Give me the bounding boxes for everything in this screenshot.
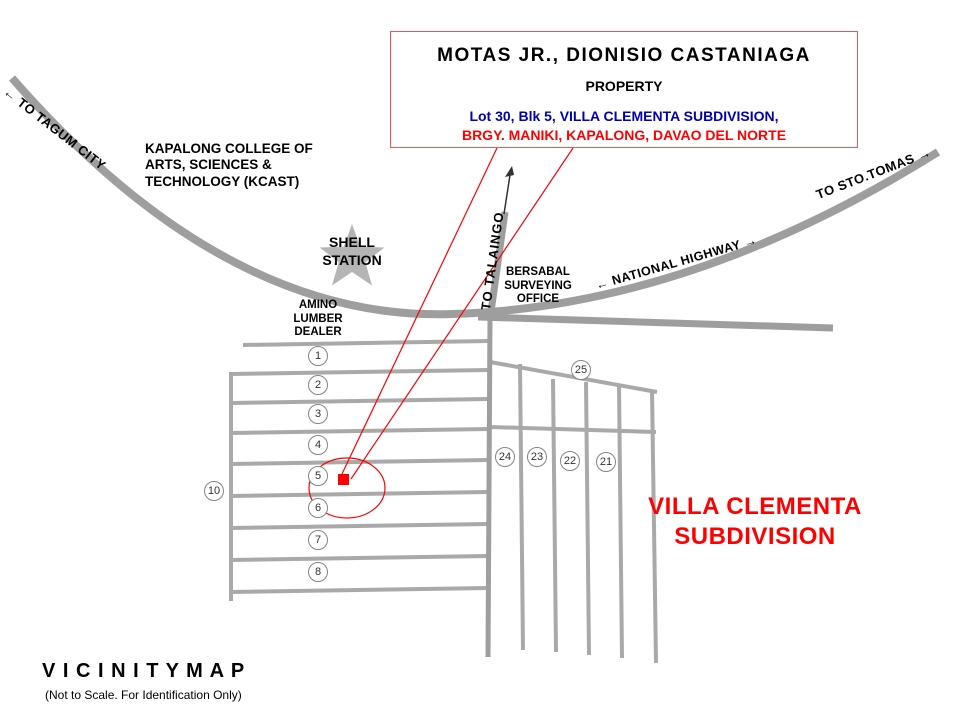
block-number-8: 8 — [308, 562, 328, 582]
east-branch-road — [477, 313, 834, 332]
block-number-5: 5 — [308, 466, 328, 486]
property-highlight-circle — [308, 457, 386, 519]
block-number-2: 2 — [308, 375, 328, 395]
grid-row-line — [230, 554, 490, 562]
grid-column-line — [650, 389, 658, 664]
pointer-line — [350, 147, 574, 480]
grid-column-line — [518, 363, 525, 651]
landmark-kcast: KAPALONG COLLEGE OF ARTS, SCIENCES & TEC… — [145, 141, 313, 189]
talaingo-arrow-icon — [503, 166, 514, 215]
block-number-6: 6 — [308, 498, 328, 518]
block-number-3: 3 — [308, 404, 328, 424]
property-label: PROPERTY — [585, 78, 663, 94]
block-number-22: 22 — [560, 451, 580, 471]
grid-row-line — [230, 397, 490, 405]
subdivision-grid — [229, 339, 658, 664]
block-number-21: 21 — [596, 452, 616, 472]
block-number-7: 7 — [308, 530, 328, 550]
block-number-24: 24 — [495, 447, 515, 467]
block-number-4: 4 — [308, 435, 328, 455]
landmark-shell-station: SHELL STATION — [322, 234, 382, 268]
grid-row-line — [230, 490, 490, 498]
talaingo-road — [486, 211, 509, 320]
grid-column-line — [551, 378, 558, 653]
block-number-1: 1 — [308, 346, 328, 366]
roads — [8, 75, 941, 658]
lot-block-info: Lot 30, Blk 5, VILLA CLEMENTA SUBDIVISIO… — [469, 108, 779, 124]
shell-station-star-icon — [319, 224, 385, 286]
grid-row-line — [230, 522, 490, 530]
grid-row-line — [230, 427, 490, 435]
grid-row-line — [242, 339, 490, 347]
grid-column-line — [584, 381, 591, 656]
landmark-bersabal-office: BERSABAL SURVEYING OFFICE — [504, 266, 572, 306]
landmark-amino-lumber: AMINO LUMBER DEALER — [293, 299, 343, 339]
barangay-info: BRGY. MANIKI, KAPALONG, DAVAO DEL NORTE — [461, 127, 787, 143]
block-number-25: 25 — [571, 360, 591, 380]
grid-row-line — [230, 368, 490, 376]
grid-row-line — [230, 458, 490, 466]
subdivision-main-road — [485, 317, 493, 658]
property-marker — [338, 474, 349, 485]
map-subtitle: (Not to Scale. For Identification Only) — [45, 688, 242, 702]
grid-cross-line-east — [489, 425, 657, 434]
map-title: V I C I N I T Y M A P — [42, 660, 246, 682]
grid-column-line — [617, 385, 624, 659]
block-number-23: 23 — [527, 447, 547, 467]
national-highway-road — [8, 75, 941, 319]
property-pointer-lines — [308, 147, 574, 519]
subdivision-name: VILLA CLEMENTA SUBDIVISION — [648, 493, 862, 550]
grid-row-line — [230, 586, 490, 594]
owner-name: MOTAS JR., DIONISIO CASTANIAGA — [437, 45, 811, 66]
property-title-box: MOTAS JR., DIONISIO CASTANIAGA PROPERTY … — [390, 31, 858, 148]
pointer-line — [340, 147, 498, 477]
block-number-10: 10 — [204, 481, 224, 501]
